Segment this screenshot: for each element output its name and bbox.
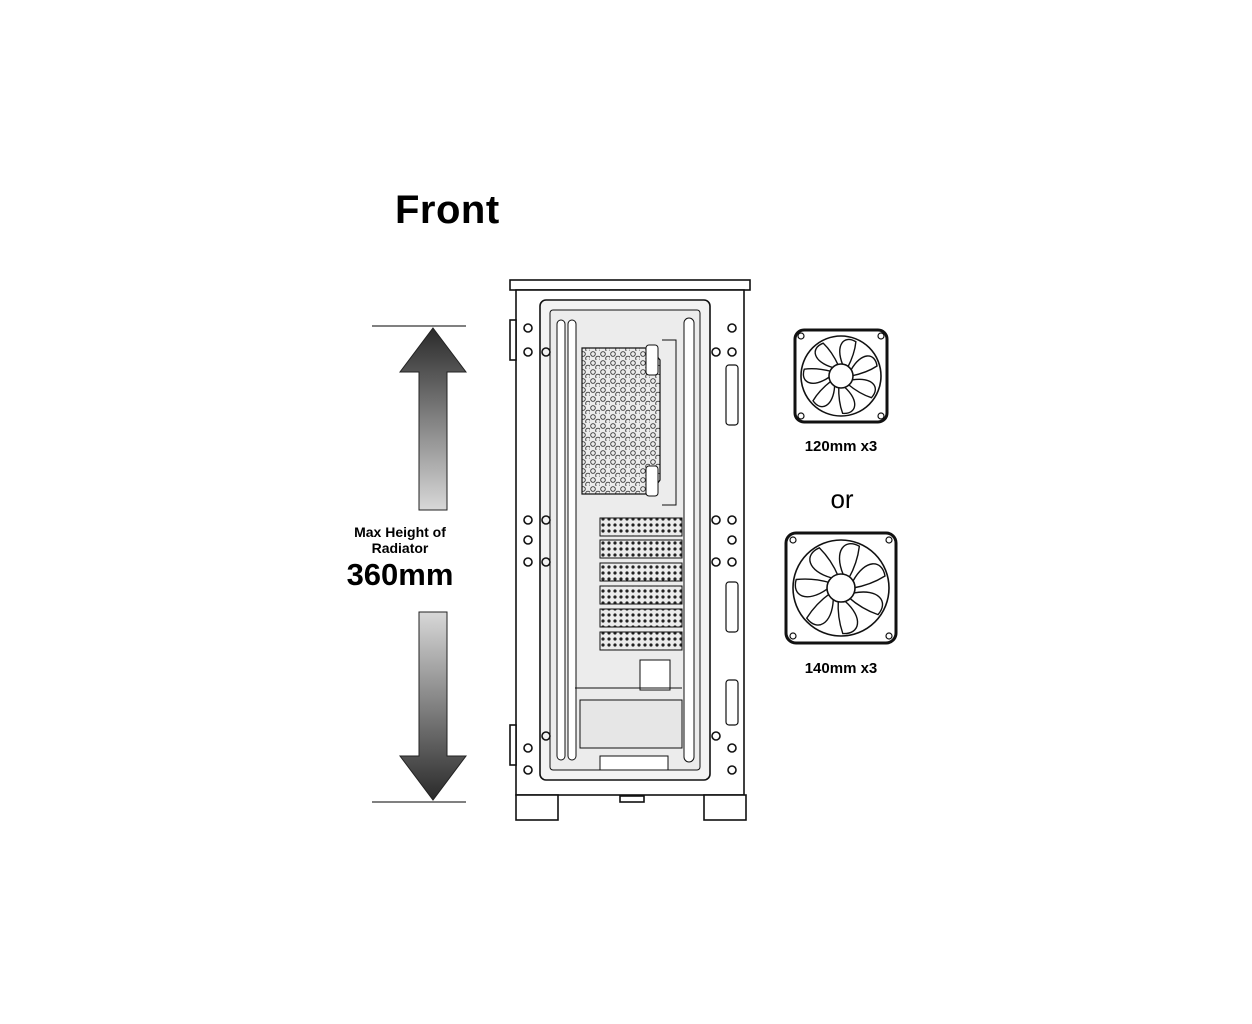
fan-120-label: 120mm x3 [804, 438, 878, 455]
height-double-arrow-icon [372, 325, 467, 803]
radiator-label-line2: Radiator [371, 540, 429, 556]
or-separator: or [830, 484, 854, 514]
radiator-size-value: 360mm [346, 557, 454, 592]
diagram-title: Front [395, 188, 500, 232]
pc-case-front-icon [509, 279, 751, 821]
fan-140-label: 140mm x3 [804, 660, 878, 677]
fan-140mm-icon [784, 531, 898, 645]
fan-120mm-icon [793, 328, 889, 424]
radiator-label-line1: Max Height of [354, 524, 446, 540]
radiator-height-label: Max Height of Radiator 360mm [340, 524, 460, 594]
